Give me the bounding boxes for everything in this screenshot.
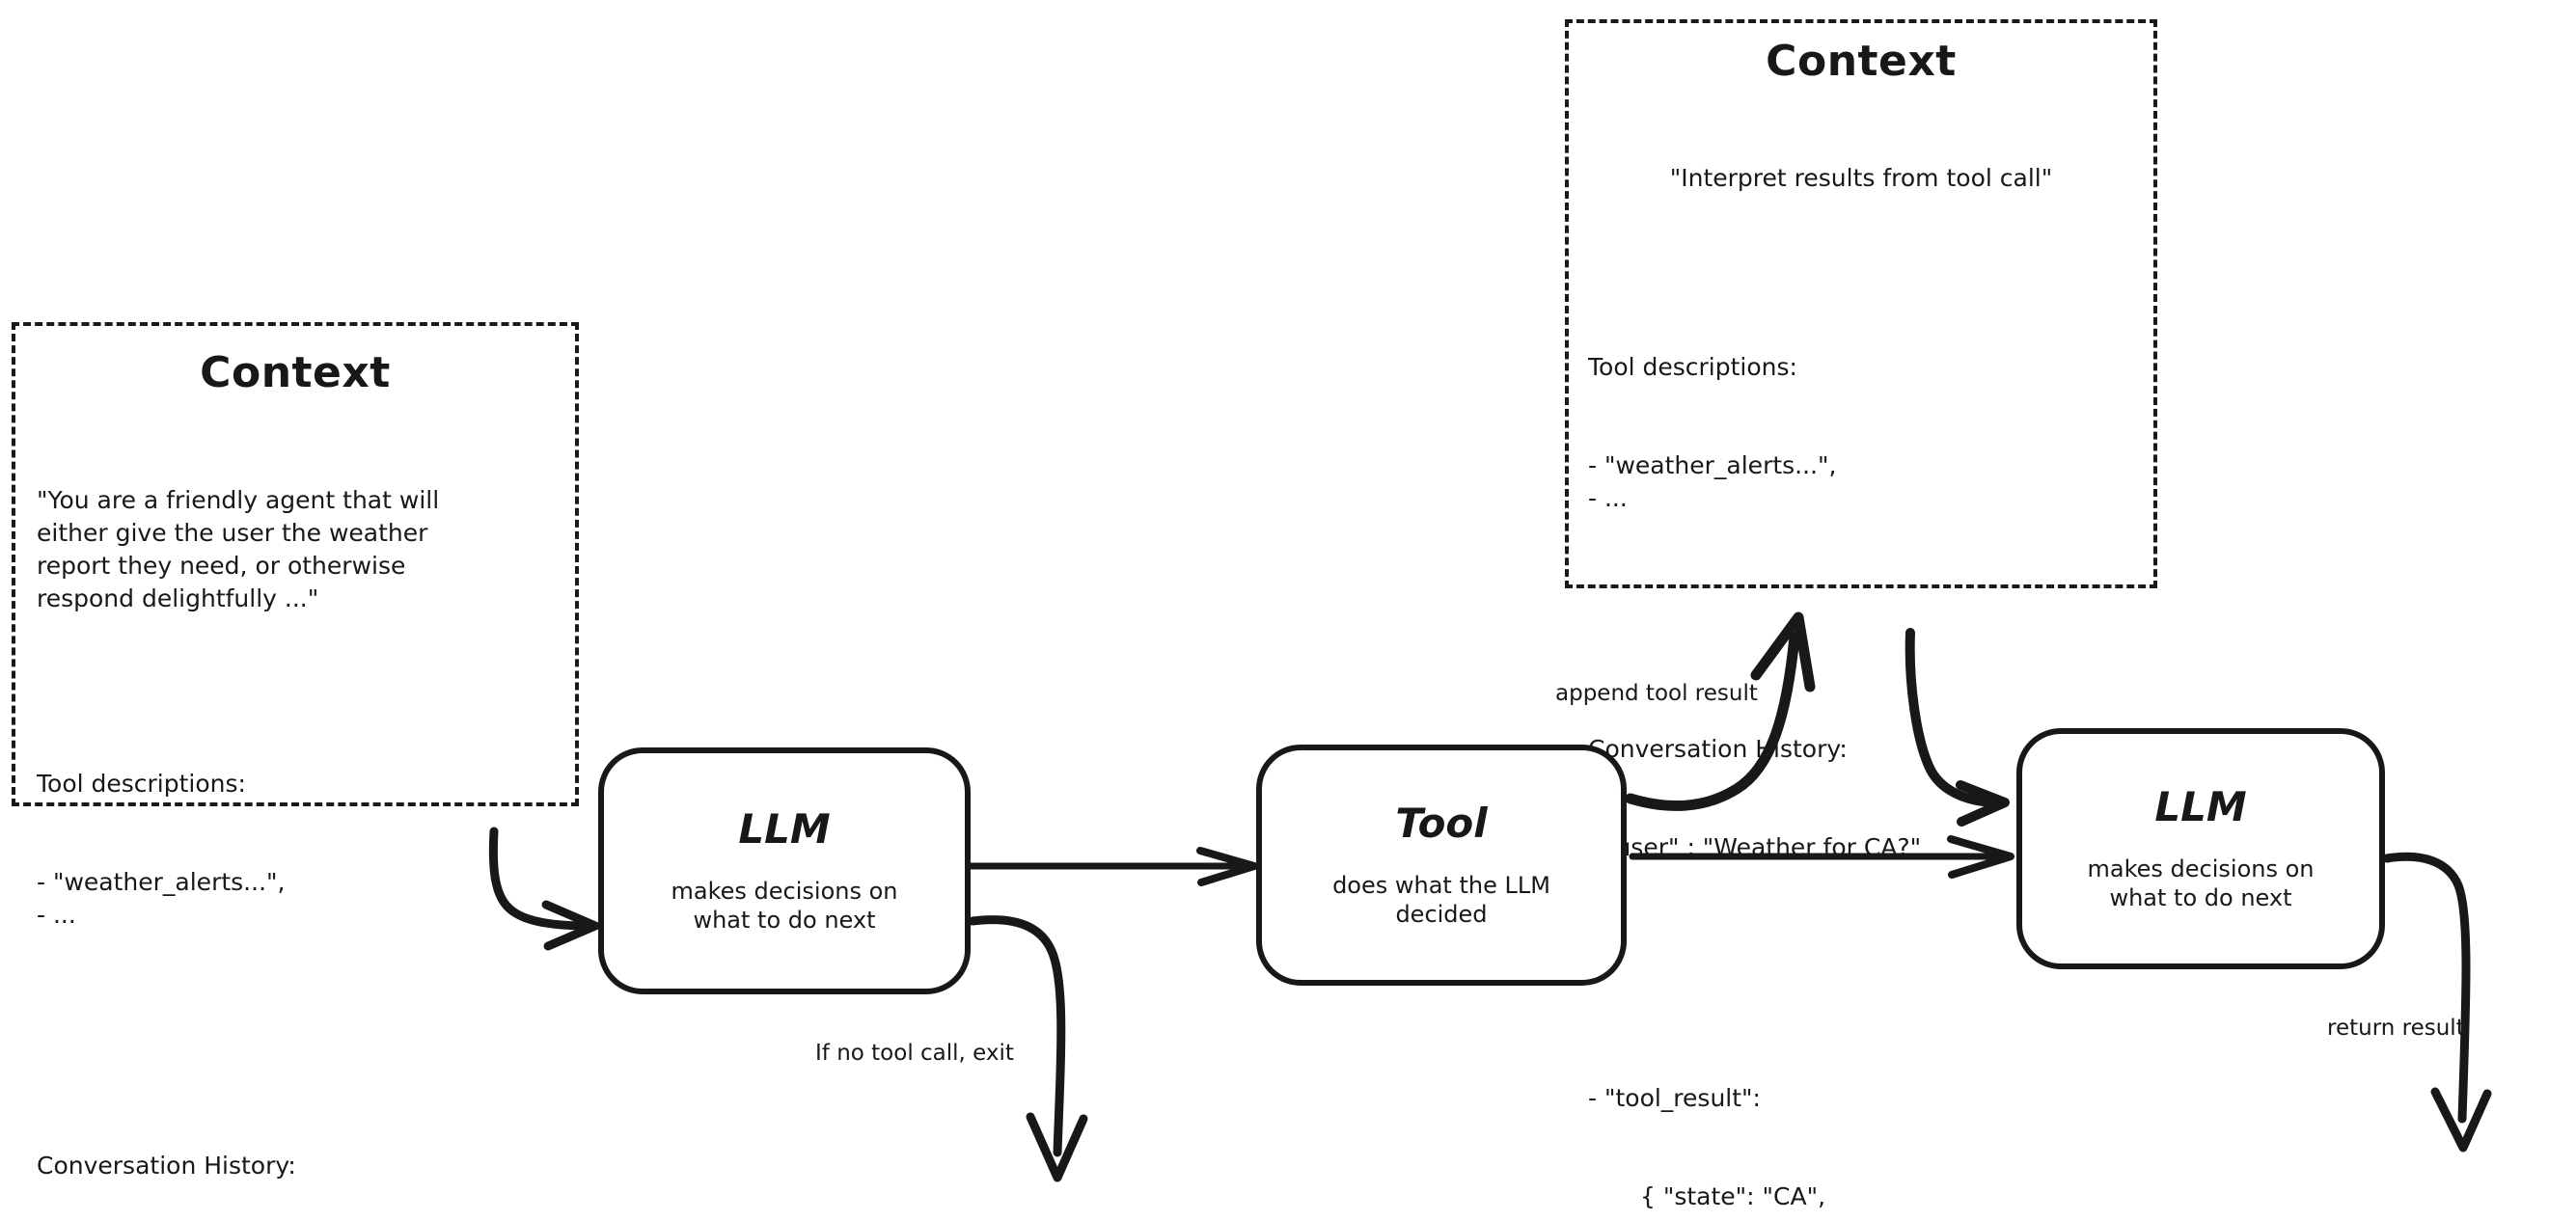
node-tool-title: Tool	[1395, 800, 1488, 847]
edge-label-append-tool-result: append tool result	[1555, 681, 1758, 706]
context-right-tool-result-key: - "tool_result":	[1588, 1084, 1761, 1112]
node-llm-2[interactable]: LLM makes decisions on what to do next	[2016, 728, 2385, 969]
context-box-right: Context "Interpret results from tool cal…	[1565, 19, 2157, 1210]
node-tool-subtitle: does what the LLM decided	[1332, 872, 1550, 928]
edge-llm1-to-tool	[967, 847, 1258, 886]
context-left-tool-descriptions-heading: Tool descriptions:	[37, 770, 246, 798]
context-left-conversation: Conversation History: - "user" : "Weathe…	[37, 1084, 554, 1221]
context-right-conversation: Conversation History: - "user" : "Weathe…	[1588, 667, 2134, 930]
context-right-tool-result-line-1: { "state": "CA",	[1640, 1182, 1826, 1210]
context-left-title: Context	[200, 348, 391, 397]
context-left-conversation-heading: Conversation History:	[37, 1152, 296, 1180]
edge-label-if-no-tool-call-exit: If no tool call, exit	[815, 1041, 1014, 1066]
node-llm-1-title: LLM	[738, 805, 831, 853]
context-box-left: Context "You are a friendly agent that w…	[12, 322, 579, 1180]
context-right-title: Context	[1766, 37, 1957, 86]
context-right-tool-descriptions-items: - "weather_alerts...", - ...	[1588, 451, 1837, 512]
context-right-tool-descriptions-heading: Tool descriptions:	[1588, 353, 1797, 381]
node-tool[interactable]: Tool does what the LLM decided	[1256, 745, 1627, 986]
edge-llm2-return-result	[2382, 852, 2492, 1153]
node-llm-2-subtitle: makes decisions on what to do next	[2087, 855, 2315, 911]
context-left-tool-descriptions-items: - "weather_alerts...", - ...	[37, 868, 286, 929]
context-left-system-prompt: "You are a friendly agent that will eith…	[37, 486, 440, 612]
context-right-system-prompt: "Interpret results from tool call"	[1669, 164, 2053, 192]
context-left-tool-descriptions: Tool descriptions: - "weather_alerts..."…	[37, 702, 554, 997]
node-llm-1[interactable]: LLM makes decisions on what to do next	[598, 747, 971, 994]
context-right-tool-descriptions: Tool descriptions: - "weather_alerts..."…	[1588, 285, 2134, 581]
node-llm-2-title: LLM	[2154, 783, 2247, 830]
context-right-tool-result: - "tool_result": { "state": "CA", [ { "r…	[1588, 1017, 2134, 1221]
node-llm-1-subtitle: makes decisions on what to do next	[671, 878, 898, 934]
context-left-body: "You are a friendly agent that will eith…	[37, 419, 554, 1221]
context-right-body: "Interpret results from tool call" Tool …	[1588, 96, 2134, 1221]
edge-label-return-result: return result	[2327, 1016, 2465, 1041]
